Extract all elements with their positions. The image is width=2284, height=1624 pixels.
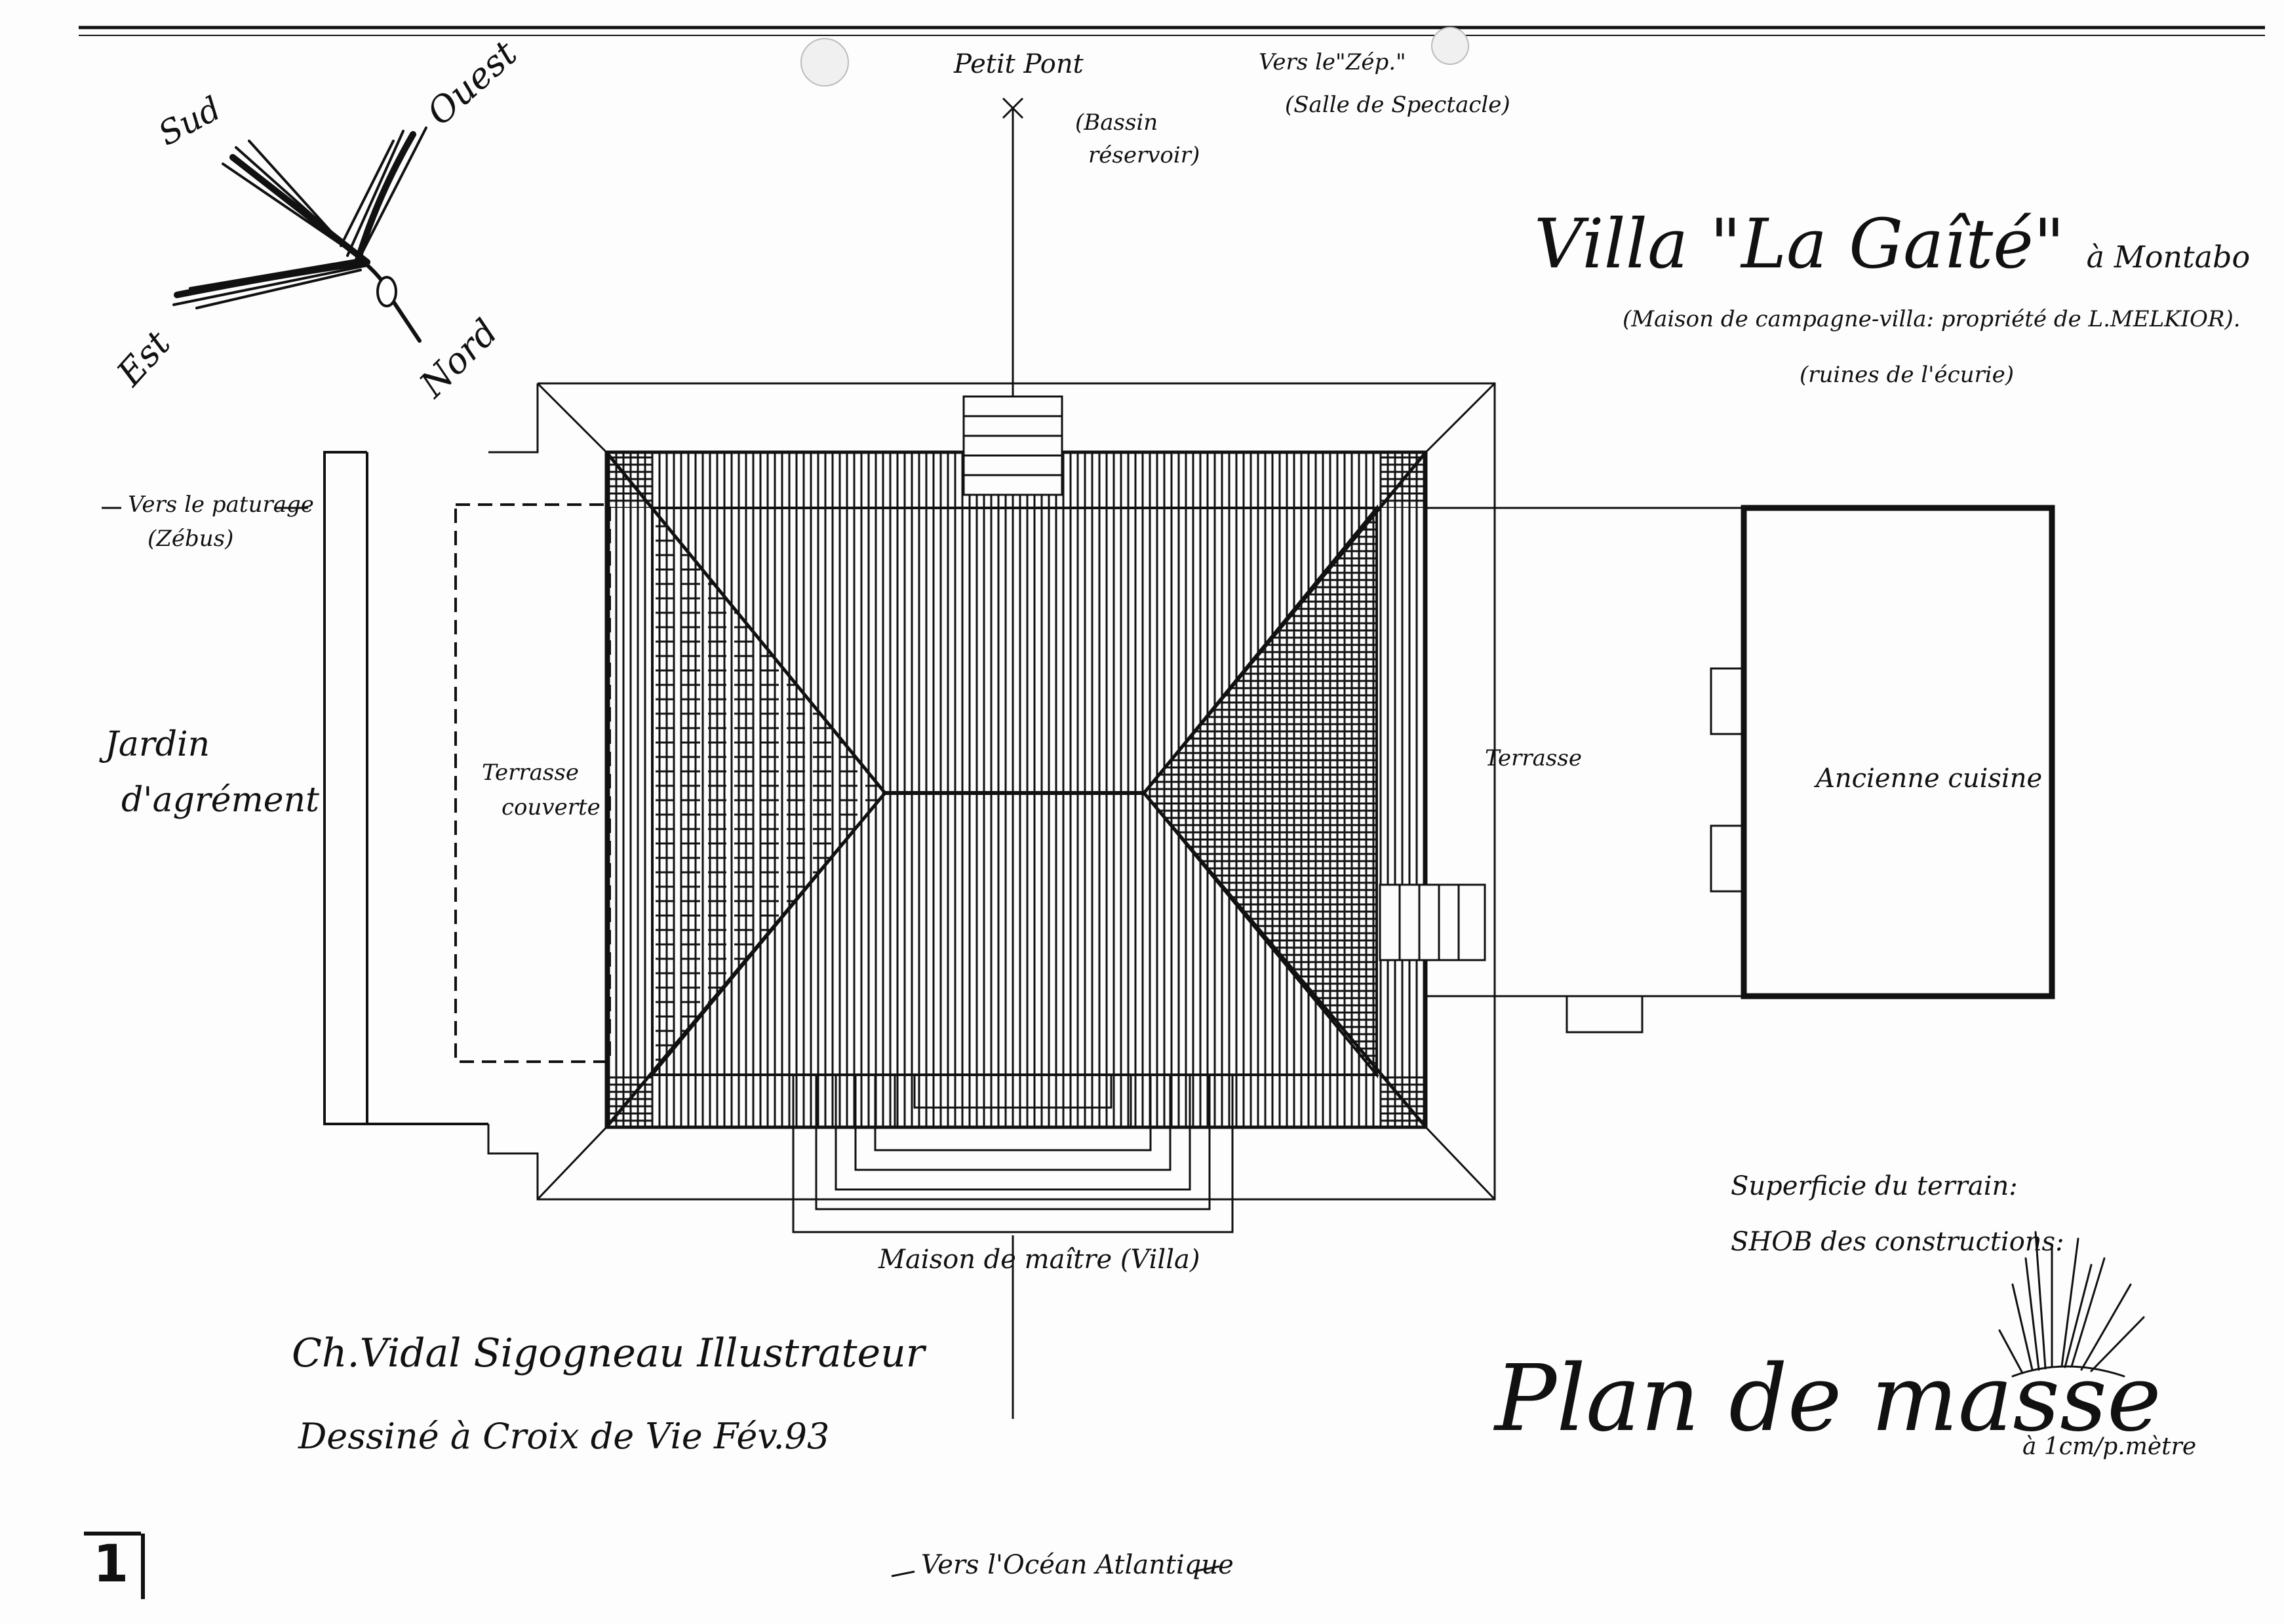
label-terrasse: Terrasse [1485,745,1582,771]
kitchen-building [1565,505,2055,1034]
title-suffix: à Montabo [2086,239,2251,275]
plan-title: Plan de masse [1495,1345,2161,1452]
page-title: Villa "La Gaîté" à Montabo [1534,210,2250,278]
label-reservoir: réservoir) [1088,142,1200,168]
top-border [79,26,2265,87]
roof [604,450,1428,1129]
label-agrement: d'agrément [121,781,319,820]
parcel-outline [487,382,1496,1201]
label-ocean: Vers l'Océan Atlantique [921,1550,1234,1580]
label-terrasse-couverte-1: Terrasse [482,760,579,786]
label-paturage: Vers le paturage [128,492,314,518]
label-surface-terrain: Superficie du terrain: [1731,1171,2018,1201]
label-bassin: (Bassin [1075,109,1158,136]
page-number: 1 [93,1535,129,1594]
compass-bird-icon [172,126,427,343]
label-jardin: Jardin [105,725,210,764]
subtitle-owner: (Maison de campagne-villa: propriété de … [1623,306,2241,332]
label-zep: Vers le"Zép." [1259,49,1406,75]
label-salle-spectacle: (Salle de Spectacle) [1285,92,1510,118]
grass-tuft-icon [1998,1231,2145,1378]
label-terrasse-couverte-2: couverte [502,794,601,821]
label-ancienne-cuisine: Ancienne cuisine [1816,764,2043,794]
label-shob: SHOB des constructions: [1731,1227,2064,1257]
drawn-location-date: Dessiné à Croix de Vie Fév.93 [298,1416,830,1457]
plan-scale: à 1cm/p.mètre [2022,1433,2197,1460]
label-zebus: (Zébus) [148,526,234,552]
label-maison-maitre: Maison de maître (Villa) [878,1245,1200,1275]
subtitle-ruins: (ruines de l'écurie) [1800,362,2015,388]
title-text: Villa "La Gaîté" [1534,204,2065,284]
north-steps [962,395,1063,496]
page-number-frame [84,1532,145,1599]
garden-wall [323,451,488,1125]
label-dashes [102,507,1220,1577]
south-steps [792,1075,1234,1233]
label-petit-pont: Petit Pont [954,49,1084,79]
author-signature: Ch.Vidal Sigogneau Illustrateur [292,1330,925,1376]
